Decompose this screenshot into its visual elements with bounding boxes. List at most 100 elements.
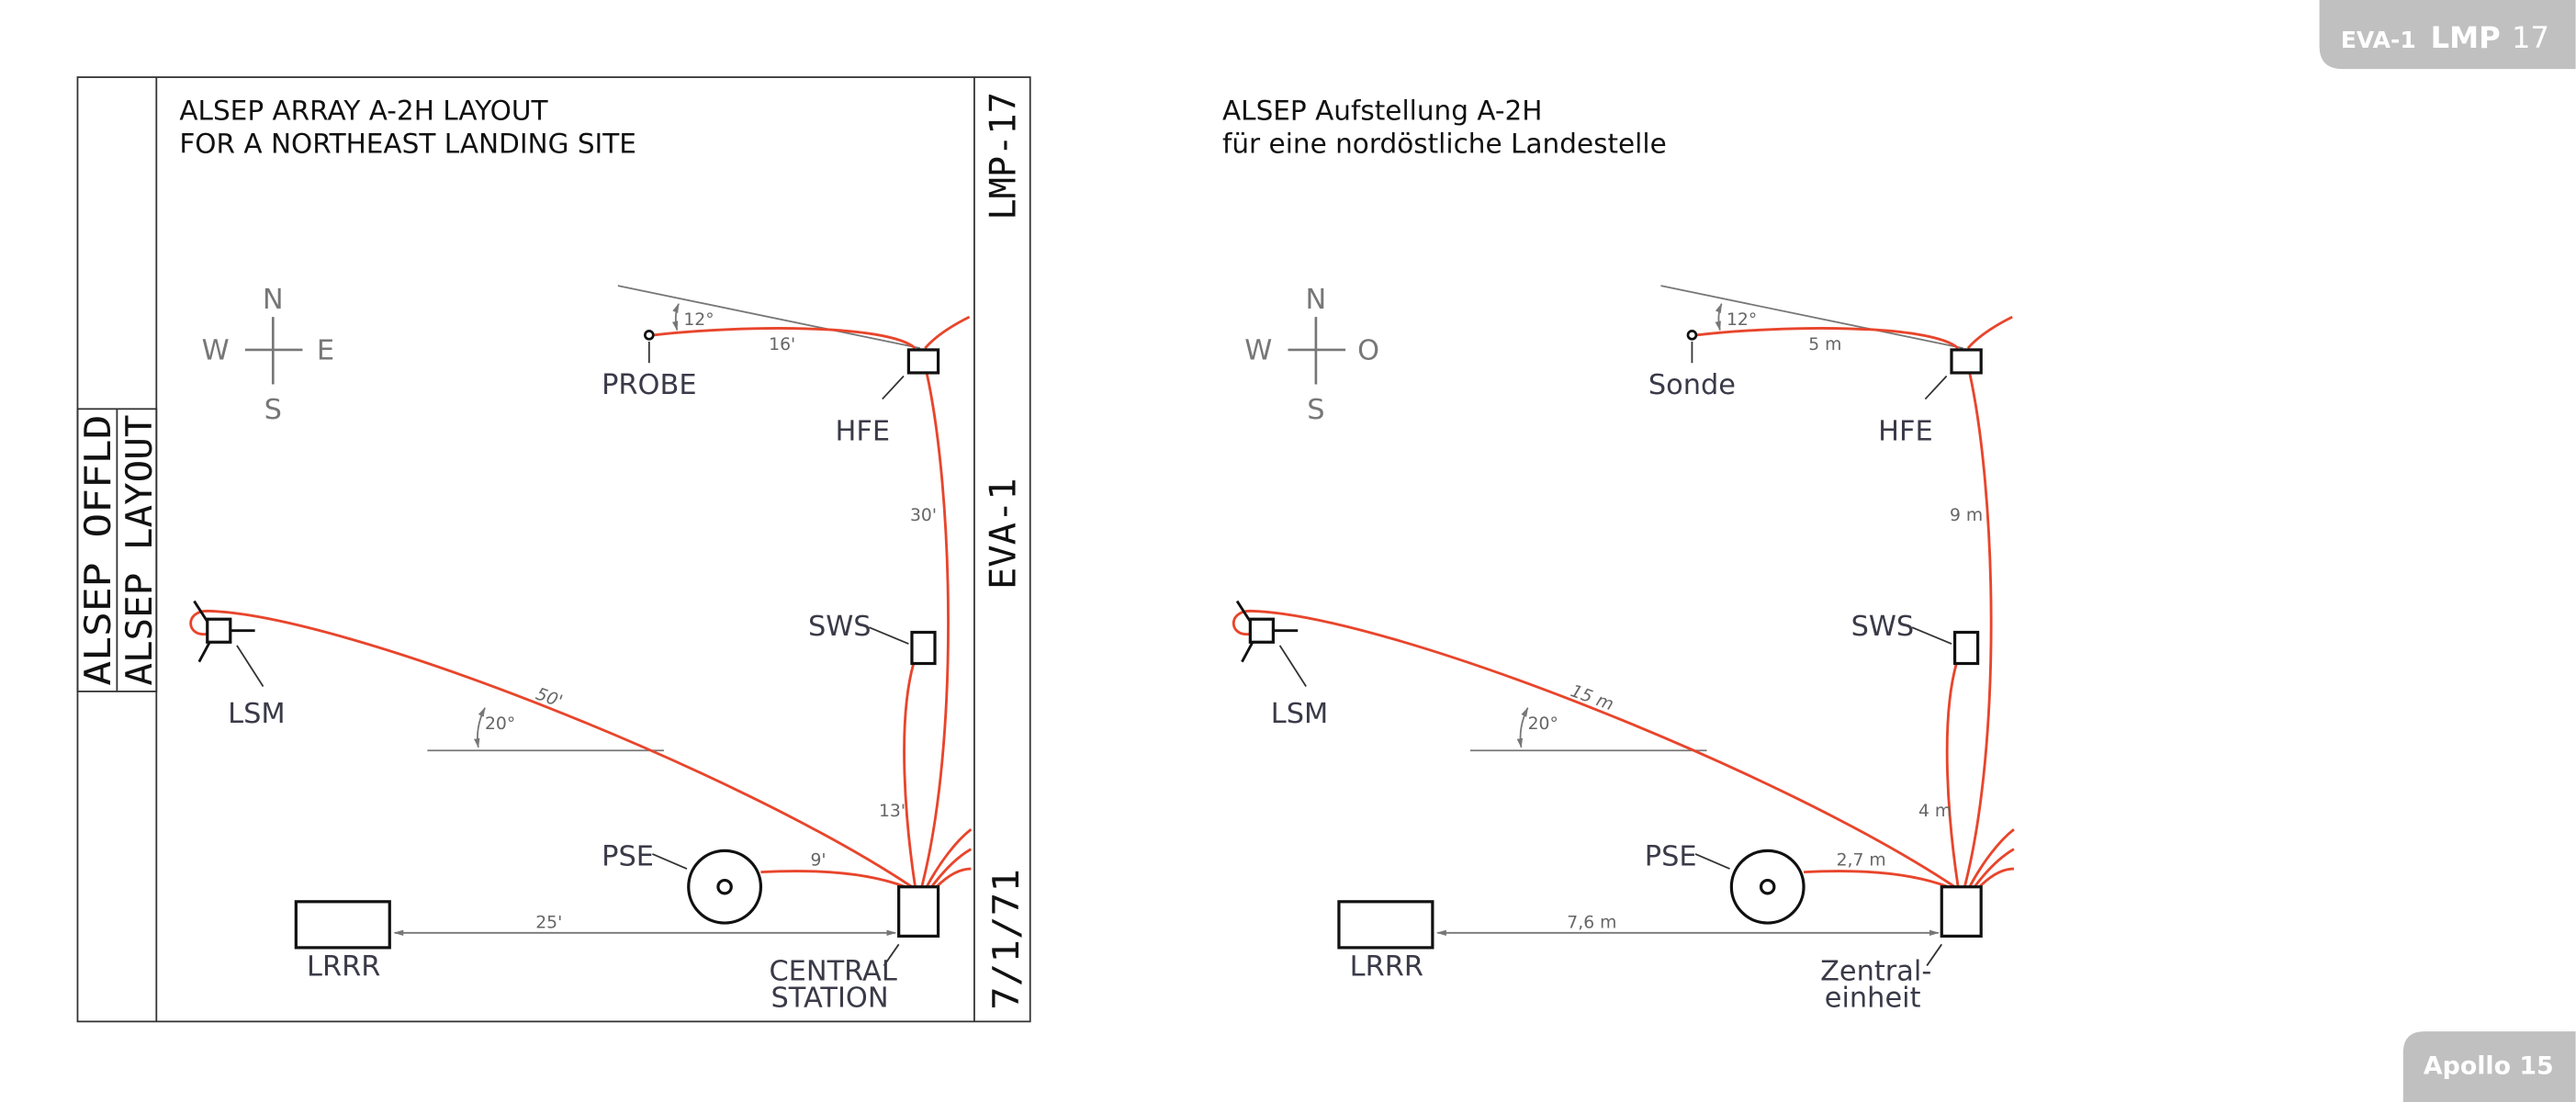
- cable-sws-central: [903, 663, 917, 887]
- pse-label: PSE: [602, 840, 654, 872]
- compass-east: E: [317, 335, 334, 367]
- compass-east: O: [1357, 335, 1379, 367]
- central-station-label-2: einheit: [1825, 982, 1921, 1014]
- lsm-label: LSM: [228, 698, 285, 730]
- cable-lsm-central: [189, 609, 913, 888]
- lsm-leg-2: [197, 639, 212, 663]
- compass-north: N: [263, 284, 284, 316]
- lrrr-distance-label: 25': [535, 913, 562, 932]
- probe-icon: [644, 330, 655, 341]
- card-date-label: 7/1/71: [985, 869, 1028, 1010]
- hfe-leader: [1924, 375, 1948, 400]
- cable-probe-hfe: [654, 327, 917, 350]
- sws-label: SWS: [1851, 611, 1915, 643]
- hfe-icon: [906, 348, 940, 375]
- probe-hfe-distance: 16': [769, 335, 795, 354]
- cable-fan-1: [925, 828, 973, 888]
- side-label-offld: ALSEP OFFLD: [77, 415, 119, 686]
- sws-central-distance: 4 m: [1918, 802, 1952, 821]
- compass-west: W: [202, 335, 230, 367]
- angle-probe-label: 12°: [683, 310, 714, 330]
- probe-label: PROBE: [602, 369, 696, 401]
- diagram-title-line-1: ALSEP ARRAY A-2H LAYOUT: [179, 96, 548, 127]
- lsm-leader: [236, 645, 264, 688]
- angle-arc-lsm: [1516, 706, 1529, 748]
- probe-reference-line: [1660, 285, 1963, 350]
- svg-text:EVA-1 LMP 17: EVA-1 LMP 17: [2341, 20, 2549, 55]
- card-eva-label: EVA-1: [983, 478, 1025, 590]
- compass-icon: N S W E: [202, 284, 334, 426]
- cable-probe-hfe: [1696, 327, 1960, 350]
- cable-hfe-out: [1966, 315, 2013, 350]
- cable-fan-3: [1978, 867, 2015, 888]
- pse-center-icon: [716, 878, 733, 895]
- tab-role: LMP: [2431, 20, 2501, 55]
- cable-pse-central: [1803, 870, 1949, 889]
- central-station-label-1: Zentral-: [1820, 956, 1931, 988]
- probe-hfe-distance: 5 m: [1808, 335, 1841, 354]
- diagram-title-line-2: FOR A NORTHEAST LANDING SITE: [179, 128, 636, 159]
- diagram-title-line-1: ALSEP Aufstellung A-2H: [1222, 96, 1543, 127]
- lrrr-icon: [294, 900, 391, 950]
- cable-fan-3: [935, 867, 972, 888]
- compass-north: N: [1306, 284, 1327, 316]
- sws-leader: [1911, 626, 1952, 645]
- hfe-central-distance: 9 m: [1950, 506, 1983, 525]
- sws-icon: [910, 630, 937, 666]
- corner-tab-bottom: Apollo 15: [2402, 1031, 2576, 1102]
- lrrr-distance-label: 7,6 m: [1567, 913, 1616, 932]
- cable-hfe-central: [1963, 372, 1993, 888]
- cable-fan-1: [1968, 828, 2015, 888]
- pse-central-distance: 2,7 m: [1837, 850, 1886, 870]
- tab-eva: EVA-1: [2341, 27, 2416, 53]
- cable-fan-2: [930, 848, 973, 888]
- mission-label: Apollo 15: [2424, 1052, 2554, 1081]
- pse-center-icon: [1759, 878, 1776, 895]
- cable-pse-central: [760, 870, 906, 889]
- pse-leader: [1694, 853, 1730, 870]
- angle-arc-probe: [671, 302, 680, 332]
- central-station-icon: [1940, 885, 1983, 938]
- lsm-icon: [1248, 617, 1276, 644]
- lrrr-label: LRRR: [307, 950, 380, 983]
- angle-arc-lsm: [474, 706, 486, 748]
- lsm-central-distance: 50': [534, 684, 565, 712]
- cable-fan-2: [1973, 848, 2015, 888]
- central-station-label-1: CENTRAL: [769, 956, 896, 988]
- sws-label: SWS: [808, 611, 872, 643]
- cable-lsm-central: [1232, 609, 1956, 888]
- hfe-icon: [1950, 348, 1983, 375]
- angle-arc-probe: [1715, 302, 1723, 332]
- pse-central-distance: 9': [810, 850, 826, 870]
- central-station-leader: [883, 943, 900, 967]
- side-label-layout: ALSEP LAYOUT: [118, 415, 161, 686]
- sws-leader: [869, 626, 909, 645]
- lsm-leg-2: [1241, 639, 1255, 663]
- central-station-label-2: STATION: [771, 982, 888, 1014]
- compass-south: S: [264, 394, 282, 426]
- hfe-label: HFE: [836, 415, 891, 447]
- compass-south: S: [1307, 394, 1324, 426]
- central-station-icon: [897, 885, 940, 938]
- angle-lsm-label: 20°: [1528, 714, 1558, 734]
- procedure-card-frame: [76, 76, 1031, 1023]
- diagram-title-line-2: für eine nordöstliche Landestelle: [1222, 128, 1667, 159]
- pse-label: PSE: [1645, 840, 1697, 872]
- hfe-central-distance: 30': [910, 506, 937, 525]
- cable-hfe-central: [920, 372, 950, 888]
- lrrr-icon: [1337, 900, 1434, 950]
- lsm-leader: [1278, 645, 1307, 688]
- pse-leader: [652, 853, 688, 870]
- angle-lsm-label: 20°: [485, 714, 515, 734]
- hfe-label: HFE: [1878, 415, 1933, 447]
- probe-reference-line: [617, 285, 921, 350]
- central-station-leader: [1926, 943, 1943, 967]
- lsm-icon: [206, 617, 232, 644]
- cable-hfe-out: [924, 315, 971, 350]
- sws-icon: [1952, 630, 1980, 666]
- lsm-label: LSM: [1271, 698, 1328, 730]
